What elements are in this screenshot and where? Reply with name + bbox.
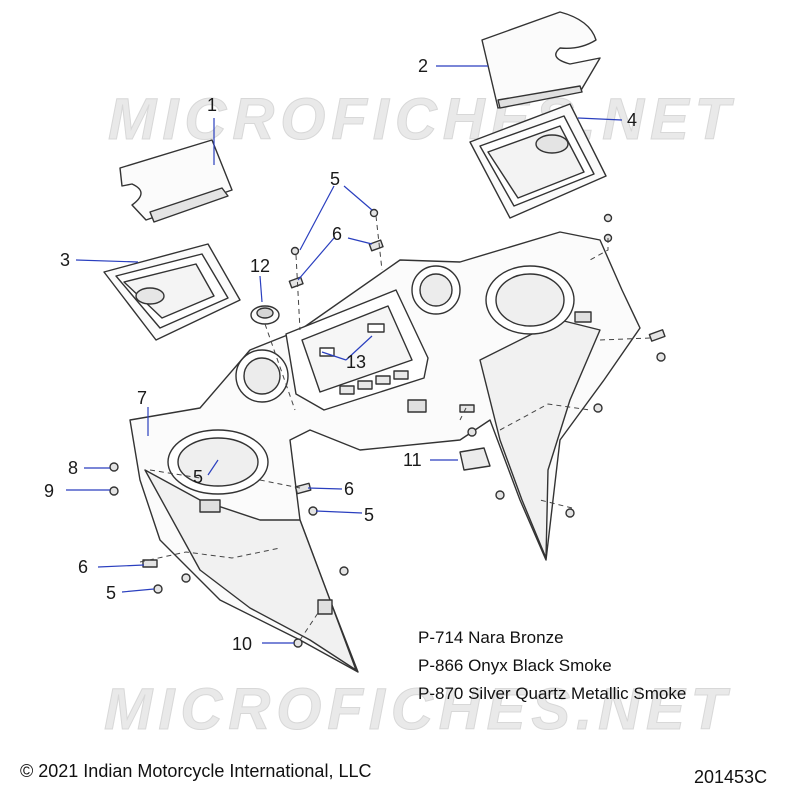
part-3-bezel (103, 243, 241, 341)
leader-lines (66, 65, 623, 644)
assembly-lines (139, 215, 651, 641)
callout-5-speaker: 5 (193, 467, 204, 487)
part-2-cover (481, 11, 601, 109)
callout-4: 4 (627, 110, 638, 130)
callout-5-mid: 5 (364, 505, 375, 525)
callout-6-top: 6 (332, 224, 343, 244)
diagram-number: 201453C (694, 767, 768, 787)
paint-code-1: P-714 Nara Bronze (418, 628, 564, 647)
callout-2: 2 (418, 56, 429, 76)
callout-5-top: 5 (330, 169, 341, 189)
callout-13: 13 (346, 352, 367, 372)
part-11-clip (459, 447, 491, 471)
part-12-grommet (250, 305, 280, 325)
fairing-body (129, 231, 641, 673)
callout-10: 10 (232, 634, 253, 654)
paint-code-3: P-870 Silver Quartz Metallic Smoke (418, 684, 687, 703)
callout-7: 7 (137, 388, 148, 408)
callout-12: 12 (250, 256, 271, 276)
callout-3: 3 (60, 250, 71, 270)
paint-code-2: P-866 Onyx Black Smoke (418, 656, 612, 675)
part-1-cover (119, 139, 233, 223)
copyright-text: © 2021 Indian Motorcycle International, … (20, 761, 372, 781)
watermark-bottom: MICROFICHES.NET (103, 677, 733, 743)
callout-9: 9 (44, 481, 55, 501)
part-4-bezel (469, 103, 607, 219)
callout-8: 8 (68, 458, 79, 478)
callout-5-low: 5 (106, 583, 117, 603)
callout-1: 1 (207, 95, 218, 115)
callout-6-low: 6 (78, 557, 89, 577)
callout-11: 11 (403, 450, 422, 470)
callout-6-mid: 6 (344, 479, 355, 499)
